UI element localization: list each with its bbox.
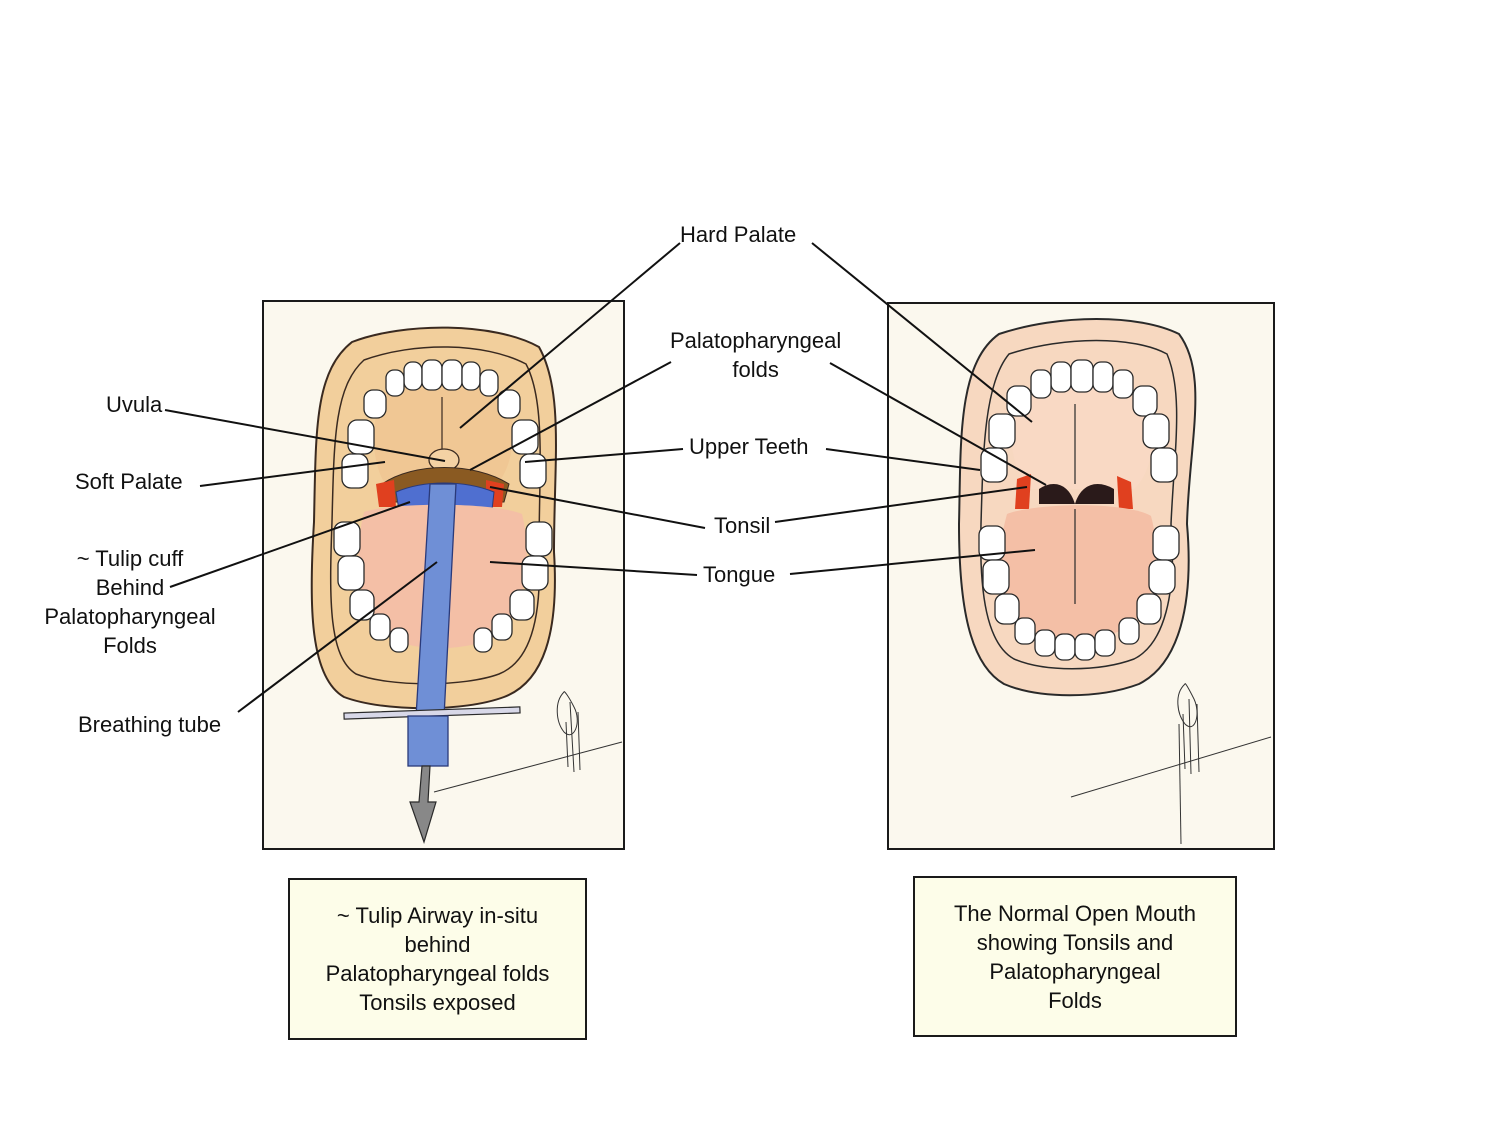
tonsil-left — [376, 480, 396, 507]
mouth-with-airway-drawing — [310, 326, 623, 844]
label-tulip-cuff: ~ Tulip cuff Behind Palatopharyngeal Fol… — [44, 546, 216, 658]
pharynx — [1039, 484, 1114, 504]
caption-normal-mouth: The Normal Open Mouth showing Tonsils an… — [913, 876, 1237, 1037]
signature — [433, 691, 623, 793]
label-palatopharyngeal-folds: Palatopharyngeal folds — [670, 328, 842, 382]
tube-connector — [407, 715, 449, 767]
caption-tulip-airway: ~ Tulip Airway in-situ behind Palatophar… — [288, 878, 587, 1040]
inner-lips — [979, 339, 1178, 670]
tulip-airway-illustration — [262, 300, 625, 850]
label-tongue: Tongue — [703, 562, 776, 587]
tongue — [999, 505, 1157, 641]
tube-arrow — [409, 765, 437, 844]
label-upper-teeth: Upper Teeth — [689, 434, 809, 459]
label-uvula: Uvula — [106, 392, 163, 417]
caption-tulip-airway-text: ~ Tulip Airway in-situ behind Palatophar… — [325, 903, 550, 1015]
label-breathing-tube: Breathing tube — [78, 712, 222, 737]
caption-normal-mouth-text: The Normal Open Mouth showing Tonsils an… — [953, 900, 1197, 1013]
signature — [1070, 683, 1272, 845]
label-hard-palate: Hard Palate — [680, 222, 797, 247]
tonsil-left — [1015, 474, 1031, 509]
tonsil-right — [1117, 476, 1133, 509]
normal-mouth-drawing — [957, 318, 1272, 845]
normal-mouth-illustration — [887, 302, 1275, 850]
label-soft-palate: Soft Palate — [75, 469, 183, 494]
label-tonsil: Tonsil — [714, 513, 771, 538]
hard-palate — [1010, 386, 1155, 489]
